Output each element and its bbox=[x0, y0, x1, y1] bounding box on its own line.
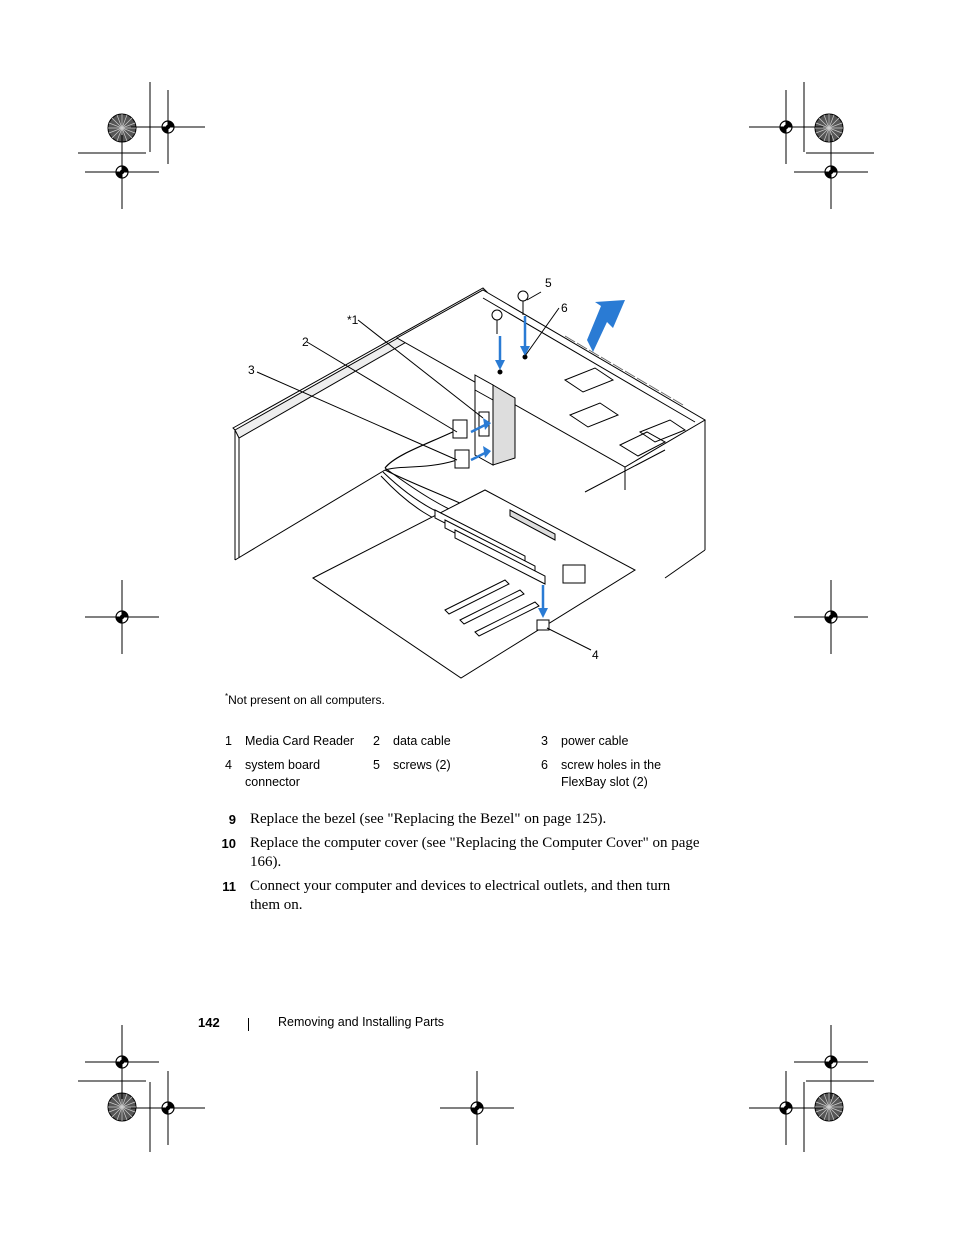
page-footer: 142 bbox=[198, 1015, 220, 1030]
legend-number: 4 bbox=[225, 758, 232, 772]
crosshair-icon bbox=[793, 1024, 869, 1100]
crosshair-icon bbox=[84, 1024, 160, 1100]
legend-row: 4 system board connector 5 screws (2) 6 … bbox=[221, 757, 685, 798]
footer-divider bbox=[248, 1018, 249, 1031]
crosshair-icon bbox=[793, 134, 869, 210]
blue-arrows bbox=[470, 300, 625, 618]
legend-number: 1 bbox=[225, 734, 232, 748]
procedure-steps: 9 Replace the bezel (see "Replacing the … bbox=[220, 810, 700, 920]
legend-number: 2 bbox=[373, 734, 380, 748]
step-number: 10 bbox=[221, 835, 236, 851]
crosshair-icon bbox=[84, 579, 160, 655]
callout-3: 3 bbox=[248, 363, 255, 377]
footnote-marker: * bbox=[225, 692, 229, 701]
callout-1: *1 bbox=[347, 313, 359, 327]
footnote-text: Not present on all computers. bbox=[228, 693, 385, 707]
step-text: Connect your computer and devices to ele… bbox=[250, 877, 671, 914]
callout-5: 5 bbox=[545, 276, 552, 290]
step-text: Replace the computer cover (see "Replaci… bbox=[250, 834, 700, 871]
callout-2: 2 bbox=[302, 335, 309, 349]
callout-legend-table: 1 Media Card Reader 2 data cable 3 power… bbox=[221, 733, 685, 798]
legend-row: 1 Media Card Reader 2 data cable 3 power… bbox=[221, 733, 685, 757]
step-9: 9 Replace the bezel (see "Replacing the … bbox=[220, 810, 700, 830]
step-10: 10 Replace the computer cover (see "Repl… bbox=[220, 834, 700, 873]
legend-number: 3 bbox=[541, 734, 548, 748]
crosshair-icon bbox=[84, 134, 160, 210]
legend-label: power cable bbox=[561, 734, 629, 748]
page-number: 142 bbox=[198, 1015, 220, 1030]
legend-number: 5 bbox=[373, 758, 380, 772]
legend-label: screw holes in the FlexBay slot (2) bbox=[561, 758, 662, 789]
legend-number: 6 bbox=[541, 758, 548, 772]
section-title: Removing and Installing Parts bbox=[278, 1015, 445, 1029]
callout-6: 6 bbox=[561, 301, 568, 315]
legend-label: data cable bbox=[393, 734, 451, 748]
step-number: 9 bbox=[228, 812, 236, 827]
step-number: 11 bbox=[222, 878, 236, 894]
registration-star-icon bbox=[814, 113, 844, 143]
legend-label: system board connector bbox=[245, 758, 321, 789]
step-11: 11 Connect your computer and devices to … bbox=[220, 877, 700, 916]
step-text: Replace the bezel (see "Replacing the Be… bbox=[250, 811, 607, 827]
figure-footnote: *Not present on all computers. bbox=[225, 692, 385, 707]
legend-label: Media Card Reader bbox=[245, 734, 355, 748]
crosshair-icon bbox=[130, 1070, 206, 1146]
media-card-reader-installation-diagram bbox=[232, 287, 706, 679]
legend-label: screws (2) bbox=[393, 758, 451, 772]
crosshair-icon bbox=[748, 1070, 824, 1146]
callout-4: 4 bbox=[592, 648, 599, 662]
registration-star-icon bbox=[814, 1092, 844, 1122]
crosshair-icon bbox=[793, 579, 869, 655]
crosshair-icon bbox=[439, 1070, 515, 1146]
